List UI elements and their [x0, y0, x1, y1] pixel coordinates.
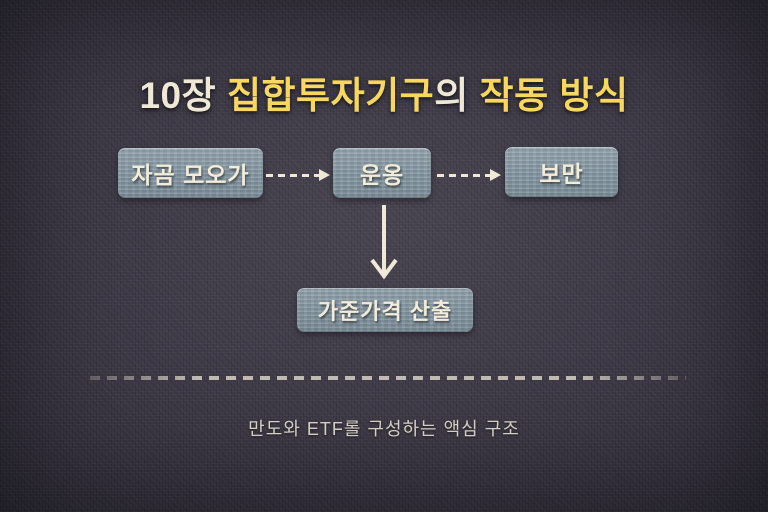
- arrow-head-icon: [490, 169, 501, 181]
- caption-text: 만도와 ETF롤 구성하는 액심 구조: [248, 419, 520, 439]
- flow-output-box: 가준가격 산출: [297, 288, 473, 332]
- flow-step-1-box: 자곰 모오가: [118, 148, 263, 198]
- dashed-divider: [90, 376, 686, 380]
- flow-step-3-box: 보만: [505, 147, 618, 197]
- arrow-dash-line: [266, 174, 319, 177]
- dashed-arrow-right-icon: [437, 169, 501, 181]
- title-part-topic: 작동 방식: [479, 74, 629, 116]
- flow-output-label: 가준가격 산출: [317, 299, 453, 324]
- dashed-arrow-right-icon: [266, 169, 330, 181]
- arrow-dash-line: [437, 174, 490, 177]
- page-title: 10장 집합투자기구의 작동 방식: [0, 65, 768, 119]
- flow-step-1-label: 자곰 모오가: [131, 162, 250, 188]
- flow-step-2-box: 운옹: [333, 148, 431, 198]
- flow-step-3-label: 보만: [539, 161, 584, 187]
- title-part-particle: 의: [434, 74, 480, 116]
- title-part-chapter: 10장: [139, 74, 227, 116]
- title-part-subject: 집합투자기구: [226, 74, 435, 116]
- arrow-head-icon: [319, 169, 330, 181]
- arrow-down-icon: [370, 205, 398, 280]
- flow-step-2-label: 운옹: [359, 162, 405, 188]
